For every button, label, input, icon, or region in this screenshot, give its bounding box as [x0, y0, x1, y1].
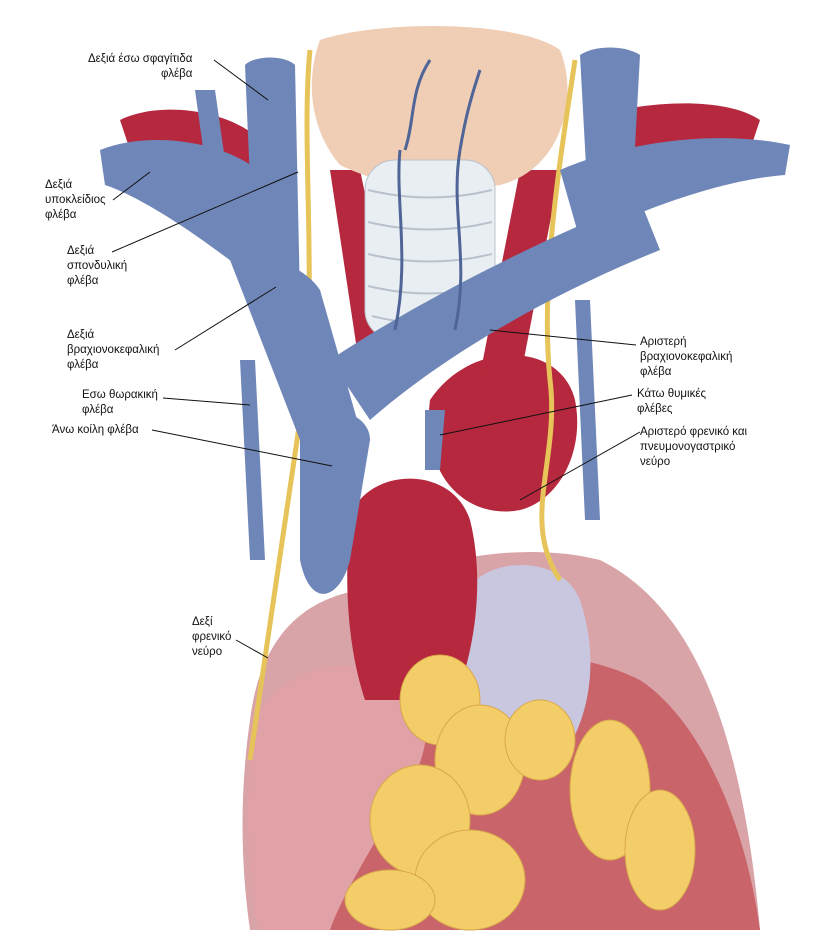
label-internal-thoracic: Εσω θωρακική φλέβα: [82, 389, 158, 416]
label-right-external-jugular: Δεξιά έσω σφαγίτιδα φλέβα: [88, 53, 193, 80]
label-left-brachiocephalic: Αριστερή βραχιονοκεφαλική φλέβα: [640, 336, 733, 378]
thyroid-veins: [393, 59, 482, 331]
label-right-brachiocephalic: Δεξιά βραχιονοκεφαλική φλέβα: [67, 329, 160, 371]
label-right-phrenic: Δεξί φρενικό νεύρο: [192, 616, 232, 658]
right-atrium: [247, 665, 427, 930]
veins: [100, 47, 790, 594]
left-phrenic-vagus-nerve: [539, 59, 578, 582]
aortic-arch: [428, 355, 578, 512]
label-left-phrenic-vagus: Αριστερό φρενικό και πνευμονογαστρικό νε…: [640, 426, 748, 468]
thyroid: [311, 26, 568, 189]
label-superior-vena-cava: Άνω κοίλη φλέβα: [52, 424, 139, 436]
thymic-fat: [344, 654, 696, 931]
ascending-aorta: [347, 478, 478, 700]
label-inferior-thymic: Κάτω θυμικές φλέβες: [637, 388, 707, 415]
leader-lines: [111, 59, 641, 659]
label-right-vertebral: Δεξιά σπονδυλική φλέβα: [67, 245, 128, 287]
label-right-subclavian: Δεξιά υποκλείδιος φλέβα: [45, 179, 106, 221]
